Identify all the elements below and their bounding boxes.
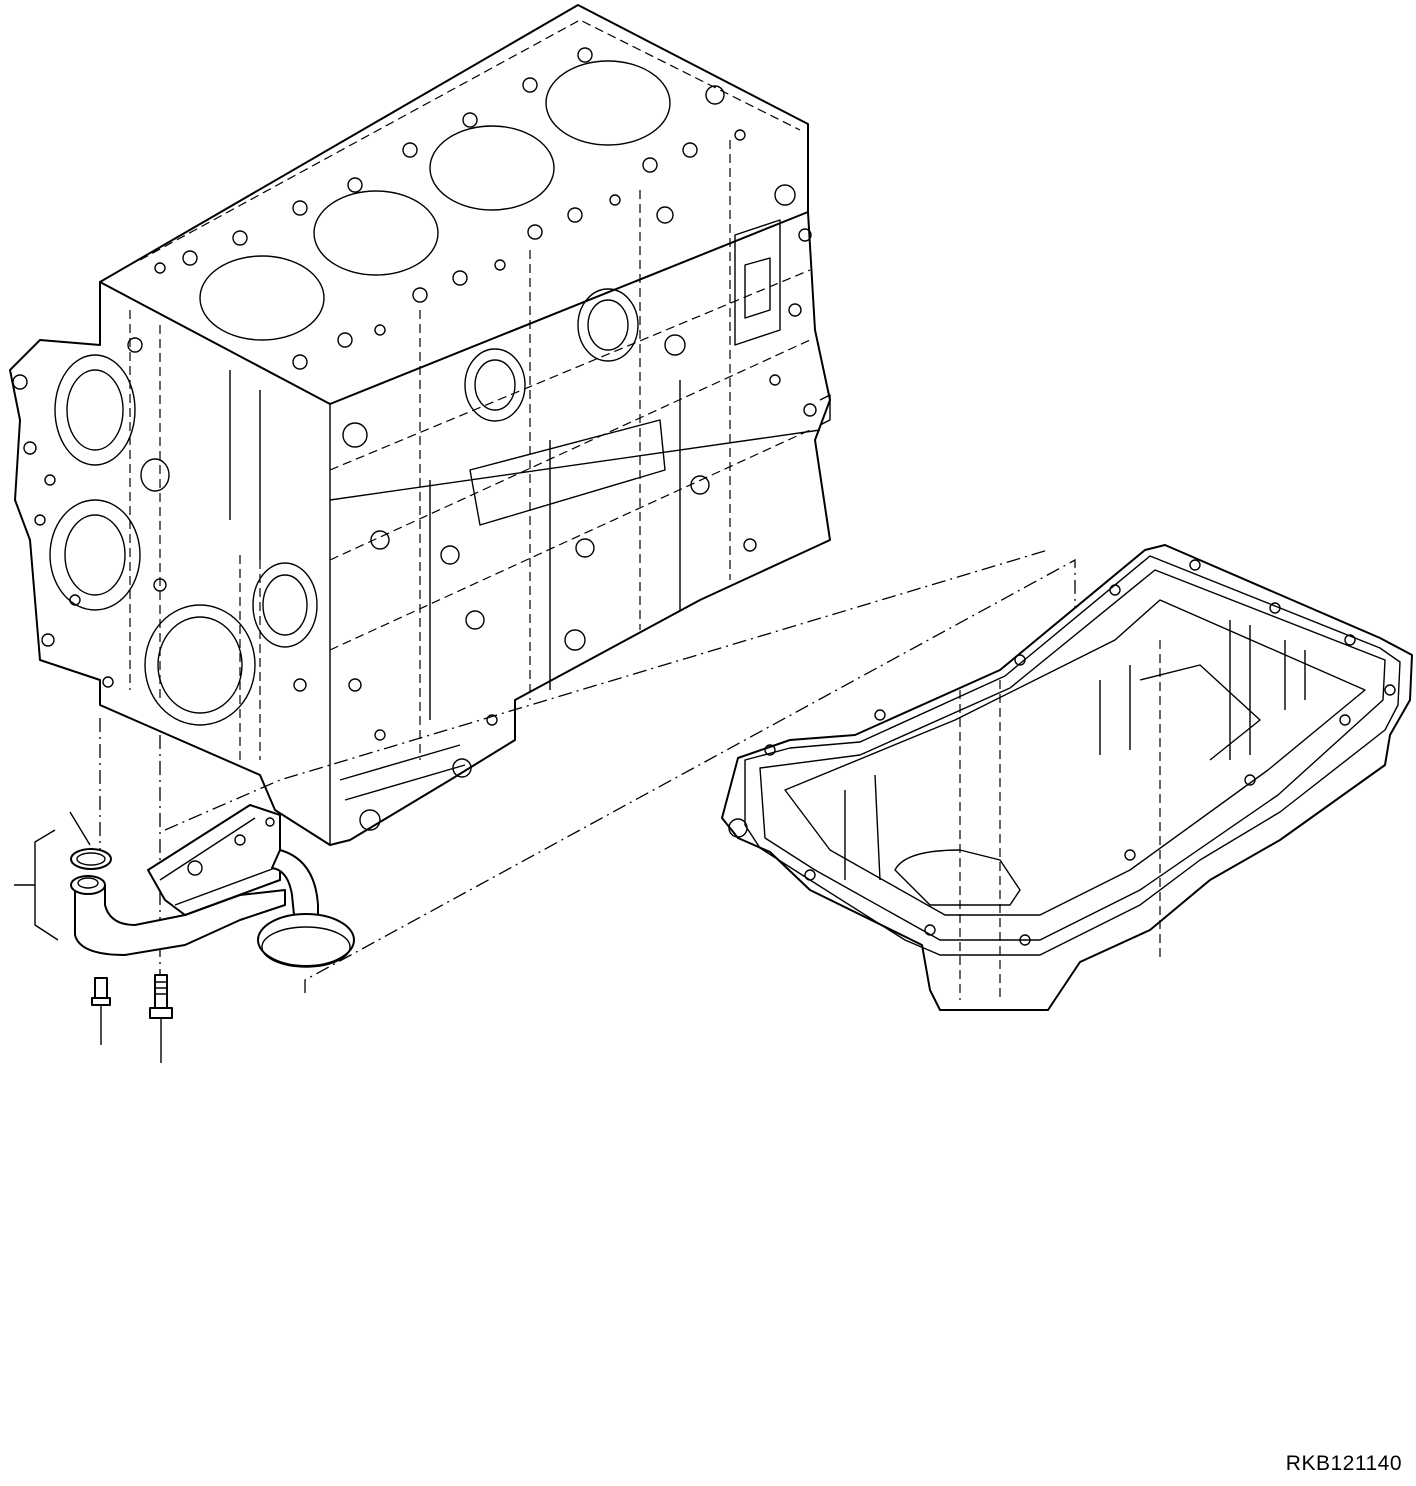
callout-leaders <box>14 811 162 1063</box>
oil-pan <box>721 544 1413 1011</box>
cylinder-bore-2 <box>313 190 439 276</box>
o-ring <box>70 848 112 870</box>
pan-bolt-hole <box>728 818 748 838</box>
cylinder-block <box>9 4 831 846</box>
cylinder-bore-1 <box>199 255 325 341</box>
oil-strainer <box>70 804 355 968</box>
bracket-strainer-group <box>34 829 59 941</box>
assembly-lines <box>99 549 1076 993</box>
leader-o-ring <box>69 811 91 846</box>
bolt-large <box>149 974 173 1019</box>
strainer-screen <box>257 913 355 967</box>
cylinder-bore-4 <box>545 60 671 146</box>
bolt-small <box>91 977 111 1006</box>
drawing-code: RKB121140 <box>1285 1452 1402 1475</box>
cylinder-bore-3 <box>429 125 555 211</box>
